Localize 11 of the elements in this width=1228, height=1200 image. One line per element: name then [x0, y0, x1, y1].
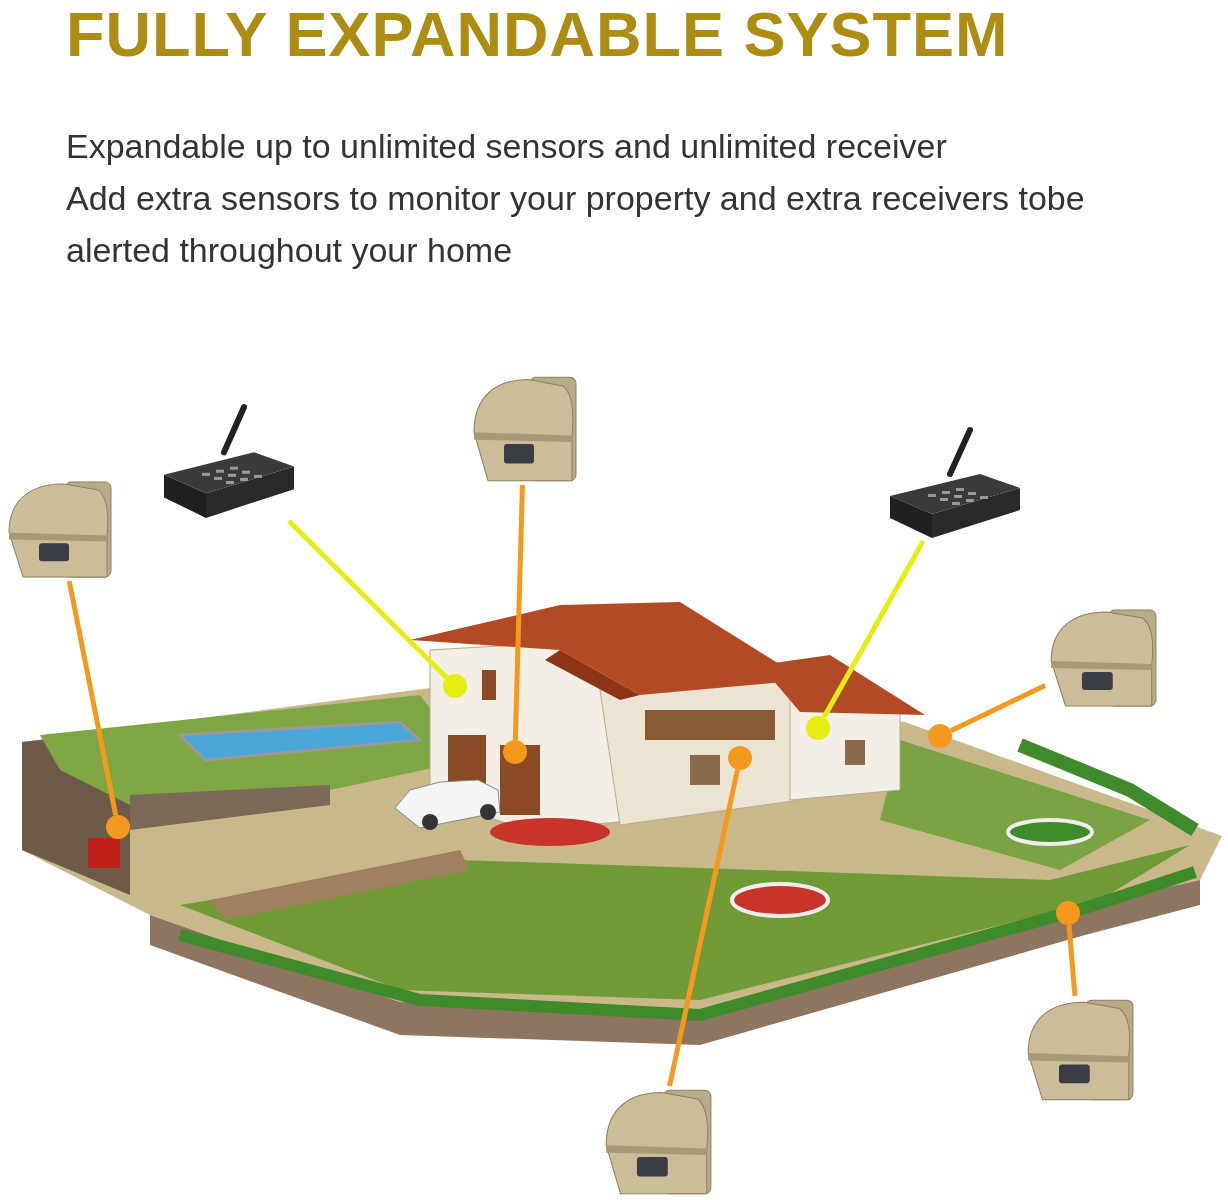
leader-line	[287, 519, 449, 680]
description-text: Expandable up to unlimited sensors and unlimited receiver	[66, 126, 948, 167]
leader-line	[821, 539, 926, 719]
leader-line	[512, 484, 525, 741]
connection-dot	[928, 724, 952, 748]
leader-line	[66, 580, 119, 816]
title: FULLY EXPANDABLE SYSTEM	[66, 0, 1009, 70]
leader-line	[667, 769, 740, 1087]
leader-line	[1066, 924, 1078, 997]
description-text: Add extra sensors to monitor your property and extra receivers tobe alerted throughout your home	[66, 178, 1086, 271]
leader-line	[949, 683, 1047, 734]
